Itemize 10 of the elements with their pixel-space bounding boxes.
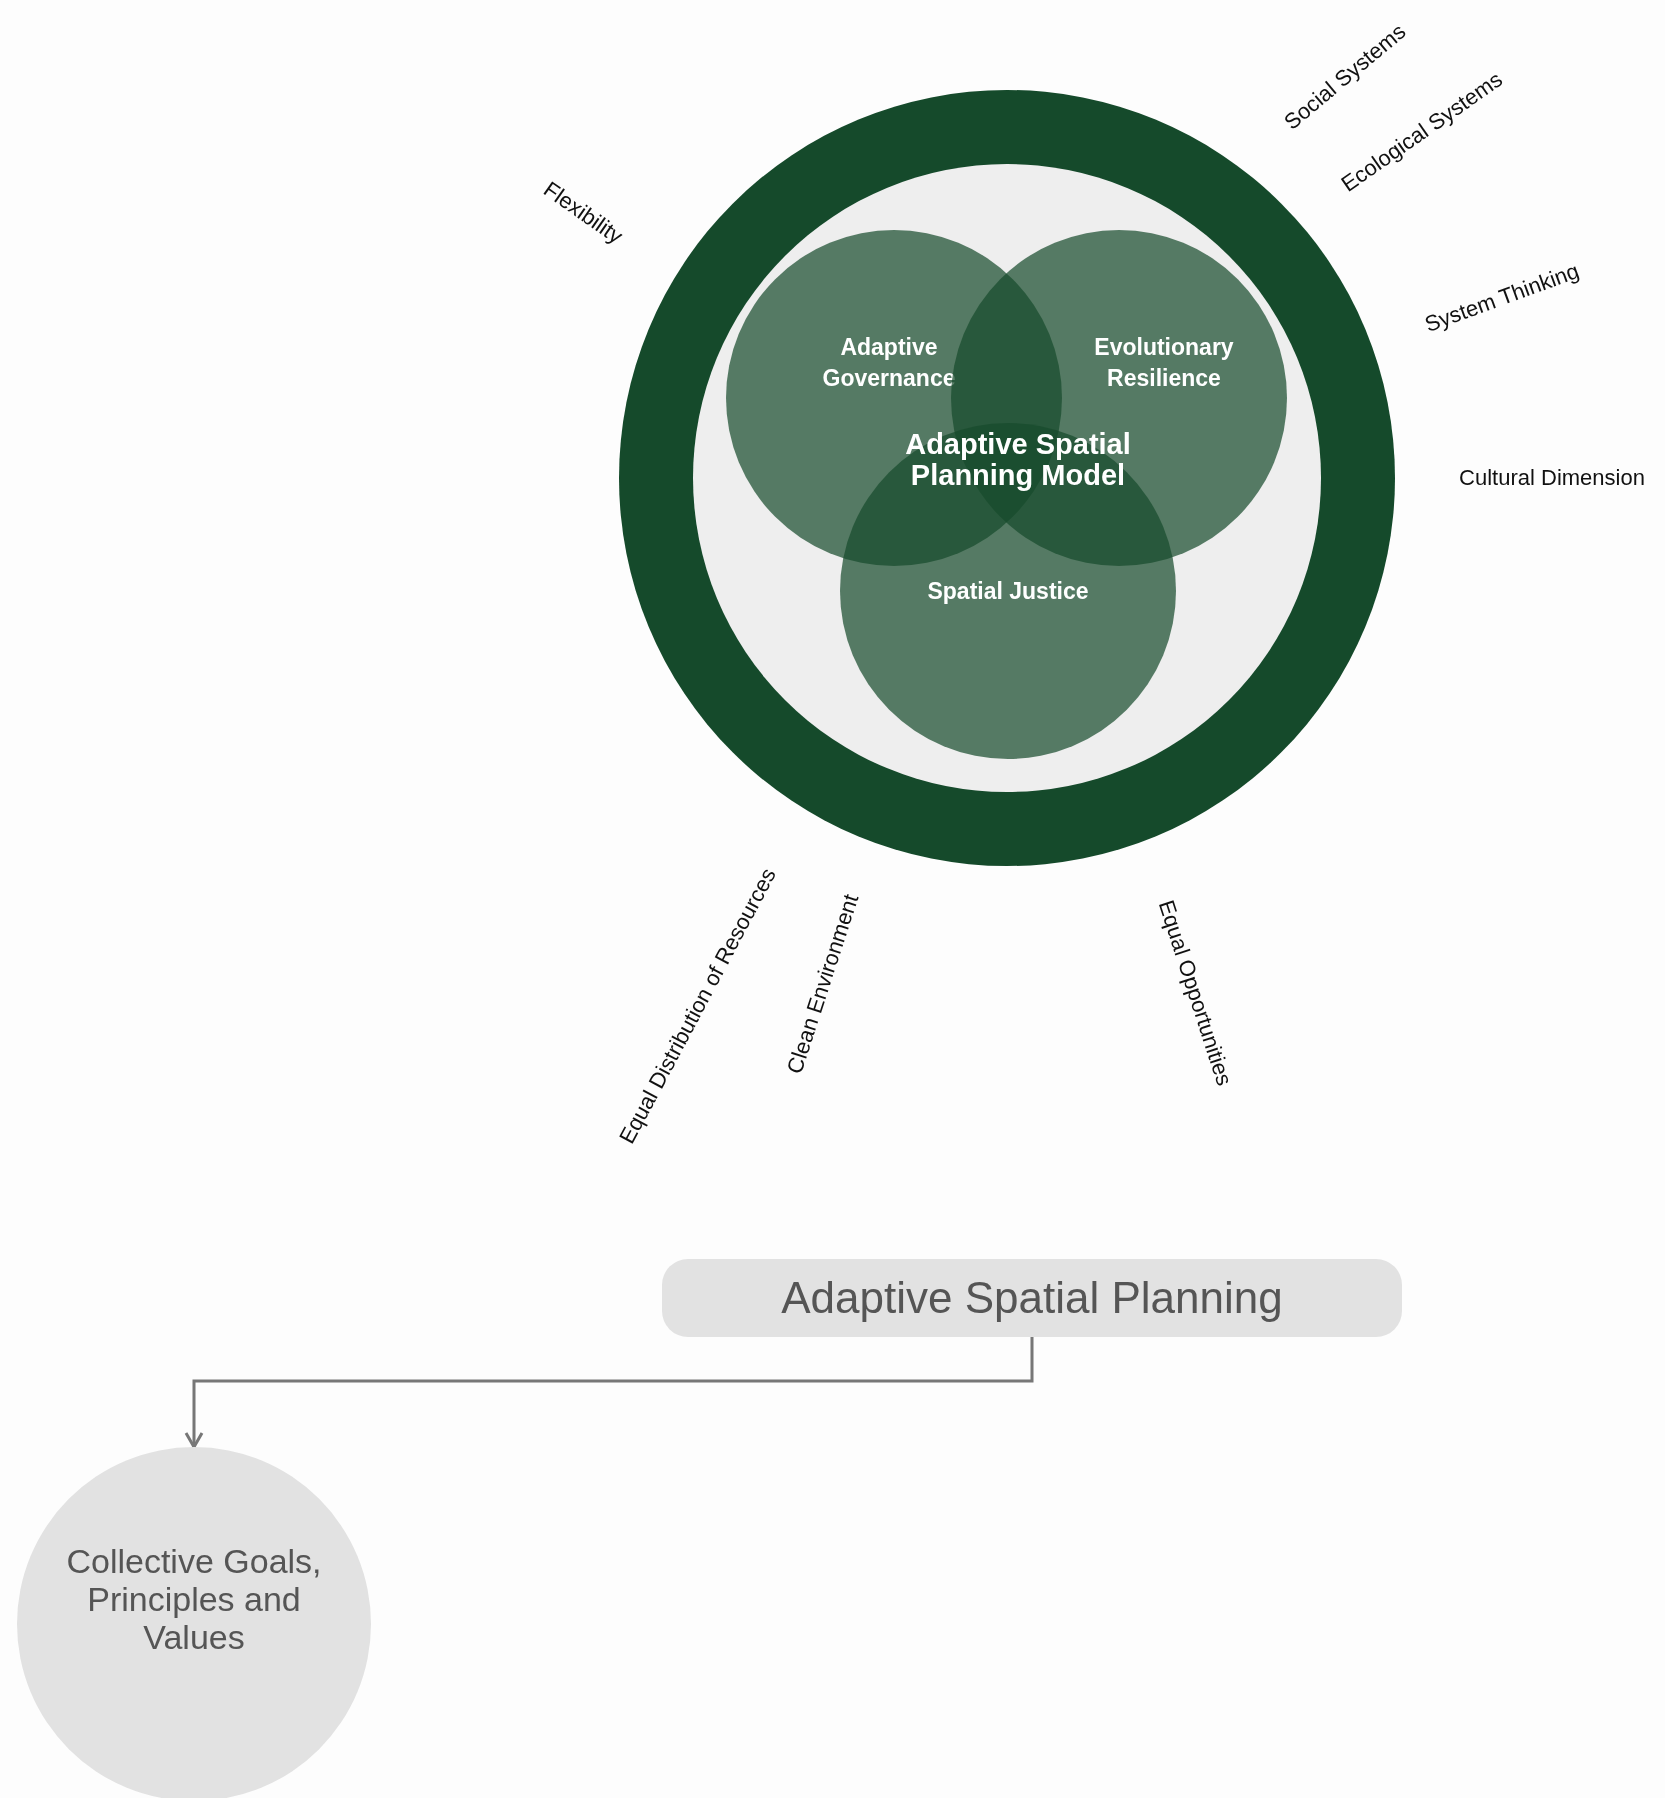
arrow [184, 1337, 1034, 1449]
circle-label: Evolutionary Resilience [1093, 333, 1235, 393]
circle-label: Collective Goals, Principles and Values [65, 1542, 323, 1656]
box-label: Adaptive Spatial Planning [781, 1273, 1283, 1323]
dimension-label: System Thinking [1421, 258, 1583, 338]
circle-label: Spatial Justice [926, 576, 1090, 606]
center-title: Adaptive Spatial Planning Model [904, 429, 1132, 491]
circle-label: Adaptive Governance [821, 333, 957, 393]
rounded-box [662, 1259, 1402, 1337]
dimension-label: Cultural Dimension [1459, 465, 1645, 491]
